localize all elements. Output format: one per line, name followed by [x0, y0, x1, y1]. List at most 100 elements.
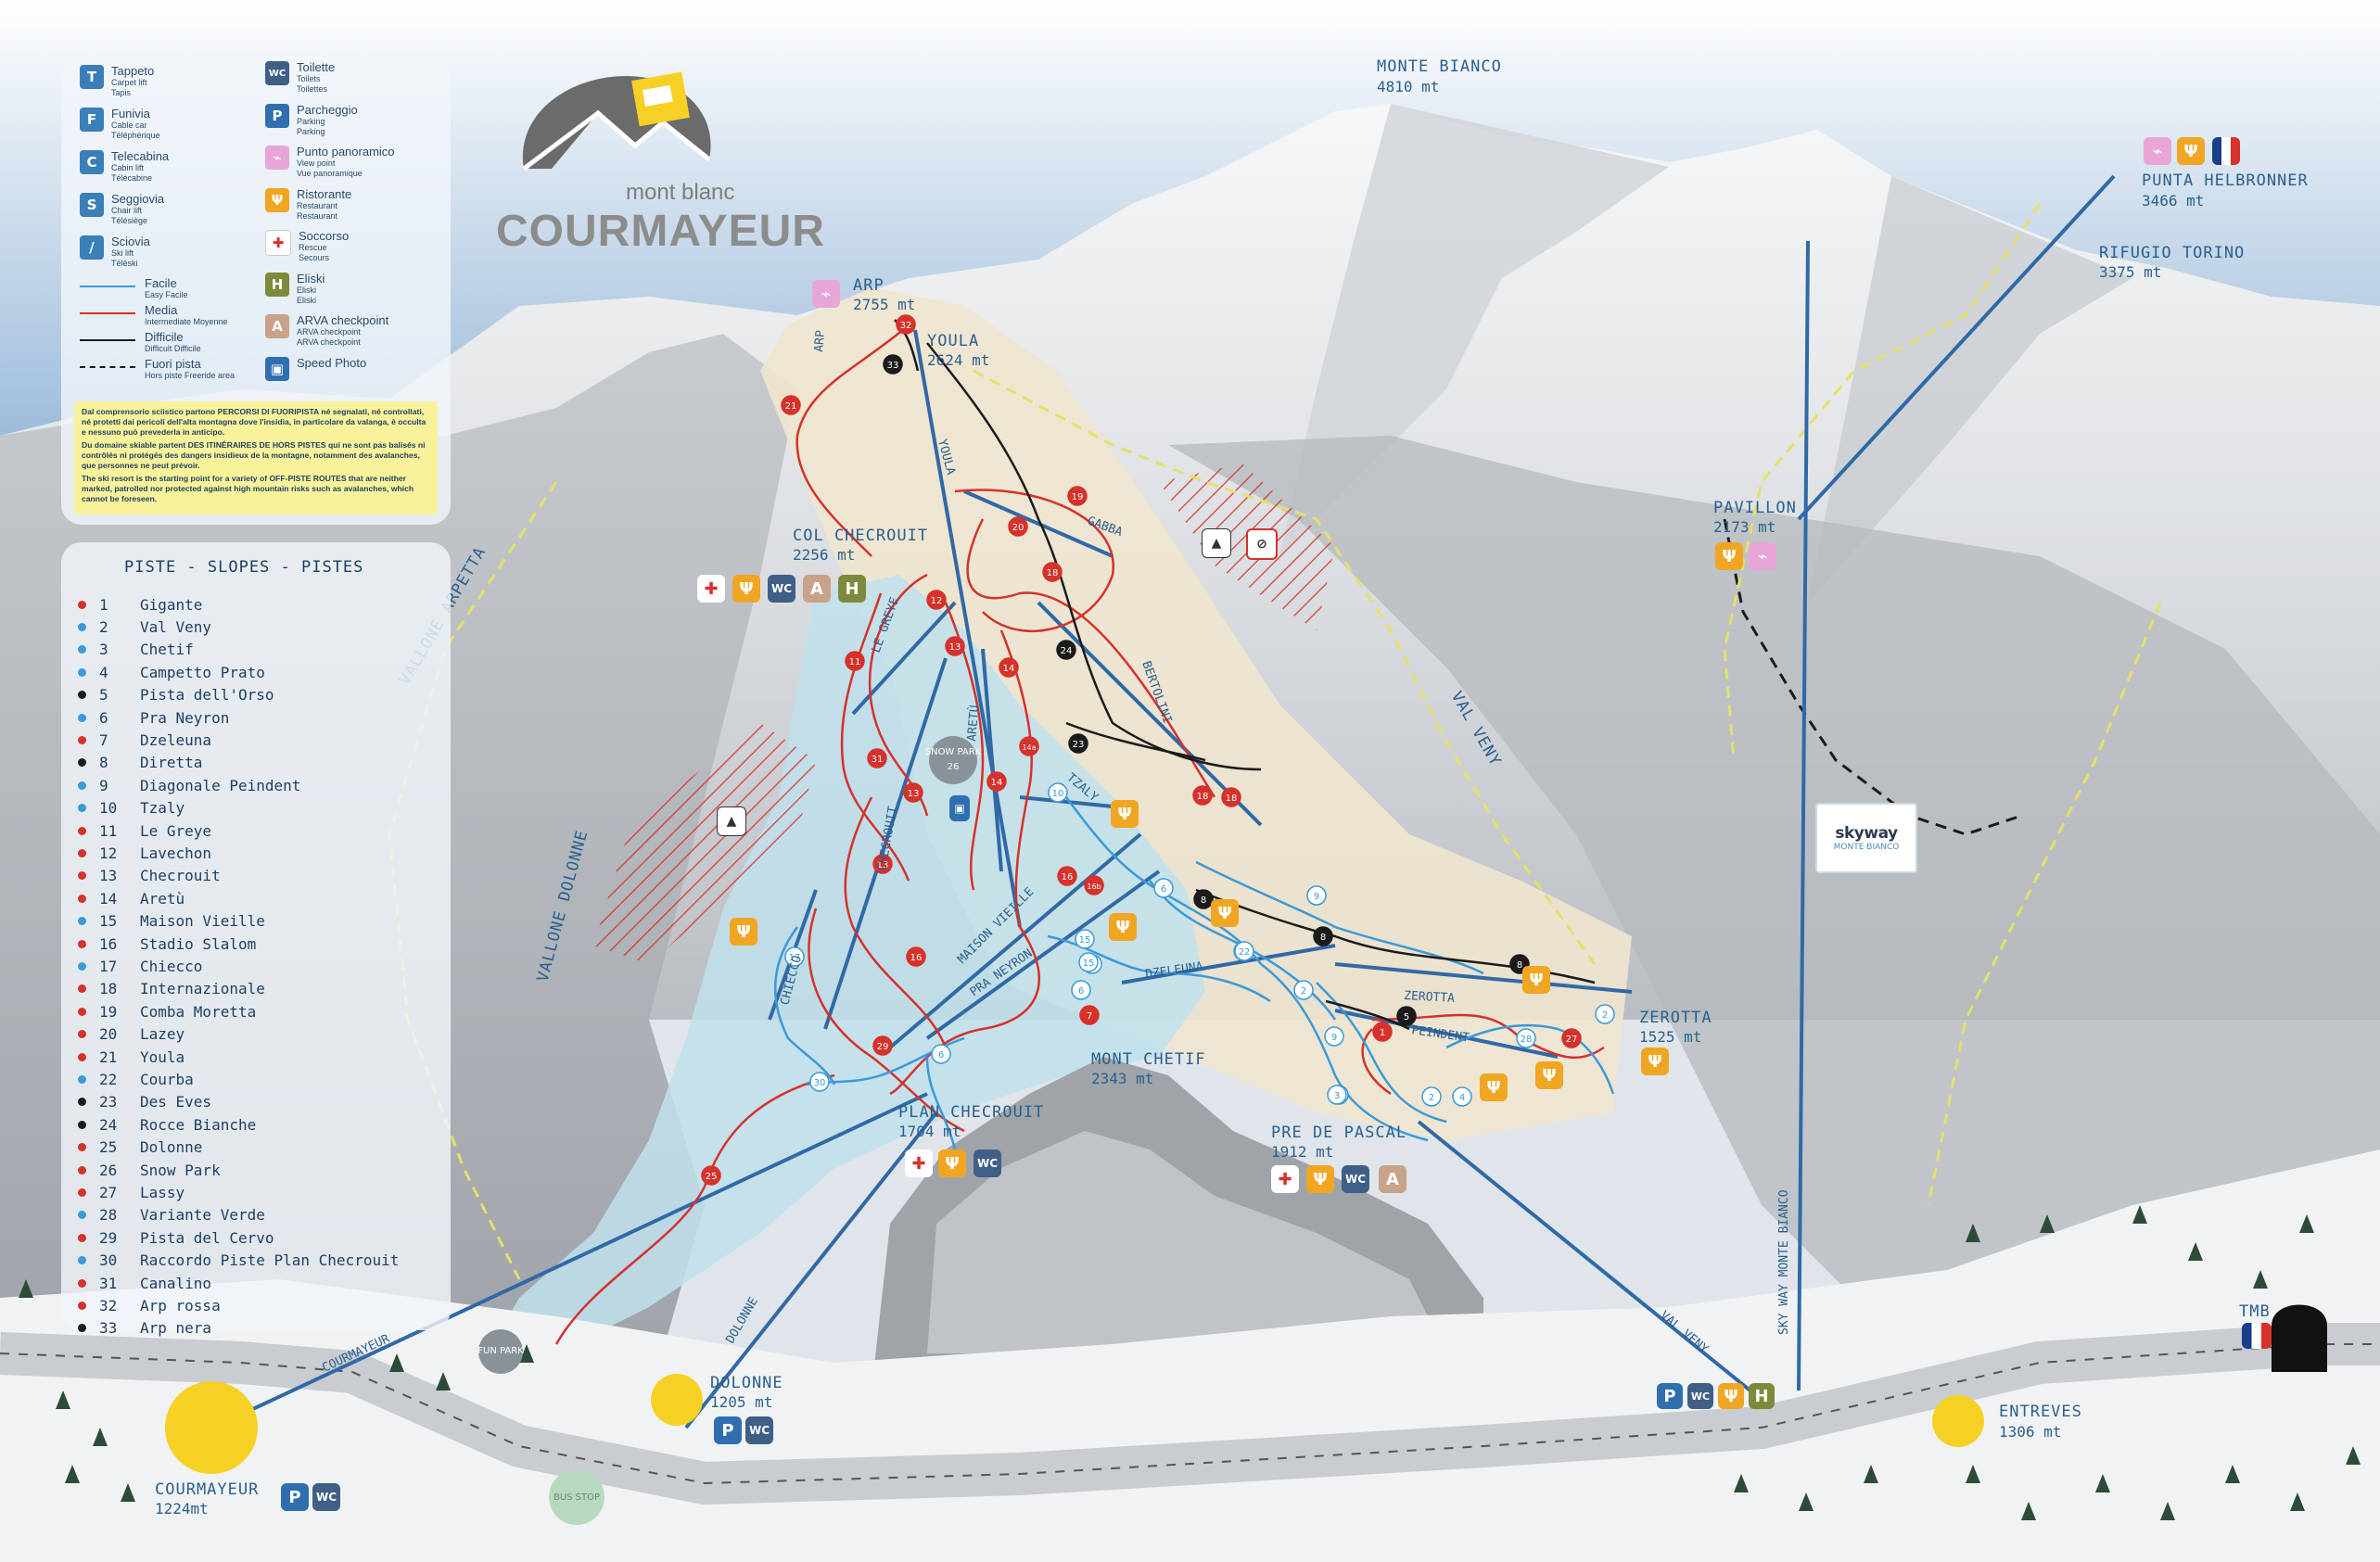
lift-courmayeur[interactable]: [212, 1092, 928, 1429]
trail-marker[interactable]: [999, 657, 1019, 678]
courmayeur-town-marker[interactable]: [165, 1381, 258, 1474]
trail-marker[interactable]: [867, 748, 887, 768]
piste-16[interactable]: [999, 629, 1033, 928]
piste-28[interactable]: [1445, 1023, 1615, 1095]
trail-marker[interactable]: [903, 782, 923, 803]
restaurant-icon[interactable]: Ψ: [1715, 542, 1743, 570]
trail-marker[interactable]: [1313, 926, 1333, 946]
heliski-icon[interactable]: H: [1749, 1383, 1775, 1409]
piste-2[interactable]: [1316, 982, 1447, 1124]
trail-marker[interactable]: [986, 771, 1007, 792]
trail-marker[interactable]: [781, 395, 801, 415]
lift-gabba[interactable]: [963, 489, 1114, 558]
restaurant-icon[interactable]: Ψ: [1211, 899, 1239, 927]
skyway-logo[interactable]: skyway MONTE BIANCO: [1815, 803, 1917, 873]
toilet-icon[interactable]: WC: [745, 1416, 773, 1444]
trail-marker[interactable]: [1057, 866, 1077, 886]
arva-checkpoint-icon[interactable]: A: [1379, 1165, 1406, 1193]
piste-29[interactable]: [808, 908, 965, 1133]
trail-marker[interactable]: [1067, 486, 1088, 506]
lift-zerotta[interactable]: [1334, 962, 1633, 994]
dolonne-town-marker[interactable]: [651, 1374, 703, 1426]
trail-marker[interactable]: [1324, 1026, 1344, 1047]
restaurant-icon[interactable]: Ψ: [1522, 966, 1550, 994]
trail-marker[interactable]: [883, 354, 903, 375]
viewpoint-icon[interactable]: ⌁: [2144, 137, 2171, 165]
trail-marker[interactable]: [1396, 1006, 1417, 1026]
lift-tzaly[interactable]: [1019, 795, 1114, 808]
lift-peindent[interactable]: [1334, 1009, 1559, 1059]
trail-marker[interactable]: [945, 636, 965, 656]
trail-marker[interactable]: [1075, 929, 1095, 949]
viewpoint-icon[interactable]: ⌁: [812, 280, 840, 308]
rescue-icon[interactable]: ✚: [905, 1149, 933, 1177]
trail-marker[interactable]: [809, 1072, 830, 1092]
trail-marker[interactable]: [1008, 516, 1028, 537]
restaurant-icon[interactable]: Ψ: [732, 575, 760, 603]
piste-16b[interactable]: [889, 926, 1041, 1096]
lift-youla[interactable]: [913, 329, 1022, 928]
trail-marker[interactable]: [1327, 1085, 1347, 1105]
trail-marker[interactable]: [1452, 1086, 1472, 1107]
piste-25[interactable]: [554, 1073, 835, 1345]
trail-marker[interactable]: [1084, 875, 1104, 895]
trail-marker[interactable]: [931, 1044, 951, 1064]
lift-bertolini[interactable]: [1037, 601, 1263, 827]
piste-17[interactable]: [773, 926, 836, 1086]
piste-18[interactable]: [966, 518, 1216, 798]
trail-marker[interactable]: [1153, 878, 1174, 898]
lift-val-veny[interactable]: [1417, 1120, 1763, 1402]
speed-photo-icon[interactable]: ▣: [949, 795, 970, 821]
piste-3[interactable]: [1260, 963, 1429, 1142]
trail-marker[interactable]: [872, 854, 893, 874]
toilet-icon[interactable]: WC: [974, 1149, 1001, 1177]
trail-marker[interactable]: [1042, 562, 1063, 582]
piste-6b[interactable]: [925, 1056, 957, 1150]
trail-marker[interactable]: [1192, 785, 1213, 806]
restaurant-icon[interactable]: Ψ: [1535, 1061, 1563, 1089]
trail-marker[interactable]: [701, 1165, 721, 1186]
toilet-icon[interactable]: WC: [768, 575, 795, 603]
entreves-town-marker[interactable]: [1932, 1395, 1984, 1447]
piste-31[interactable]: [840, 592, 910, 882]
rescue-icon[interactable]: ✚: [697, 575, 725, 603]
trail-marker[interactable]: [926, 590, 947, 610]
trail-marker[interactable]: [1068, 733, 1088, 754]
piste-27[interactable]: [1371, 1013, 1605, 1060]
toilet-icon[interactable]: WC: [312, 1483, 340, 1511]
piste-23[interactable]: [1065, 721, 1206, 762]
lift-skyway-lower[interactable]: [1797, 240, 1810, 1391]
piste-5[interactable]: [1325, 999, 1410, 1031]
lift-maison-vieille[interactable]: [888, 832, 1142, 1049]
restaurant-icon[interactable]: Ψ: [1480, 1073, 1508, 1101]
trail-marker[interactable]: [906, 946, 926, 967]
piste-24[interactable]: [926, 342, 1262, 771]
trail-marker[interactable]: [784, 946, 805, 967]
viewpoint-icon[interactable]: ⌁: [1749, 542, 1776, 570]
trail-marker[interactable]: [896, 314, 916, 335]
trail-marker[interactable]: [1221, 787, 1241, 807]
parking-icon[interactable]: P: [1657, 1383, 1683, 1409]
bus-stop-marker[interactable]: [549, 1469, 605, 1525]
